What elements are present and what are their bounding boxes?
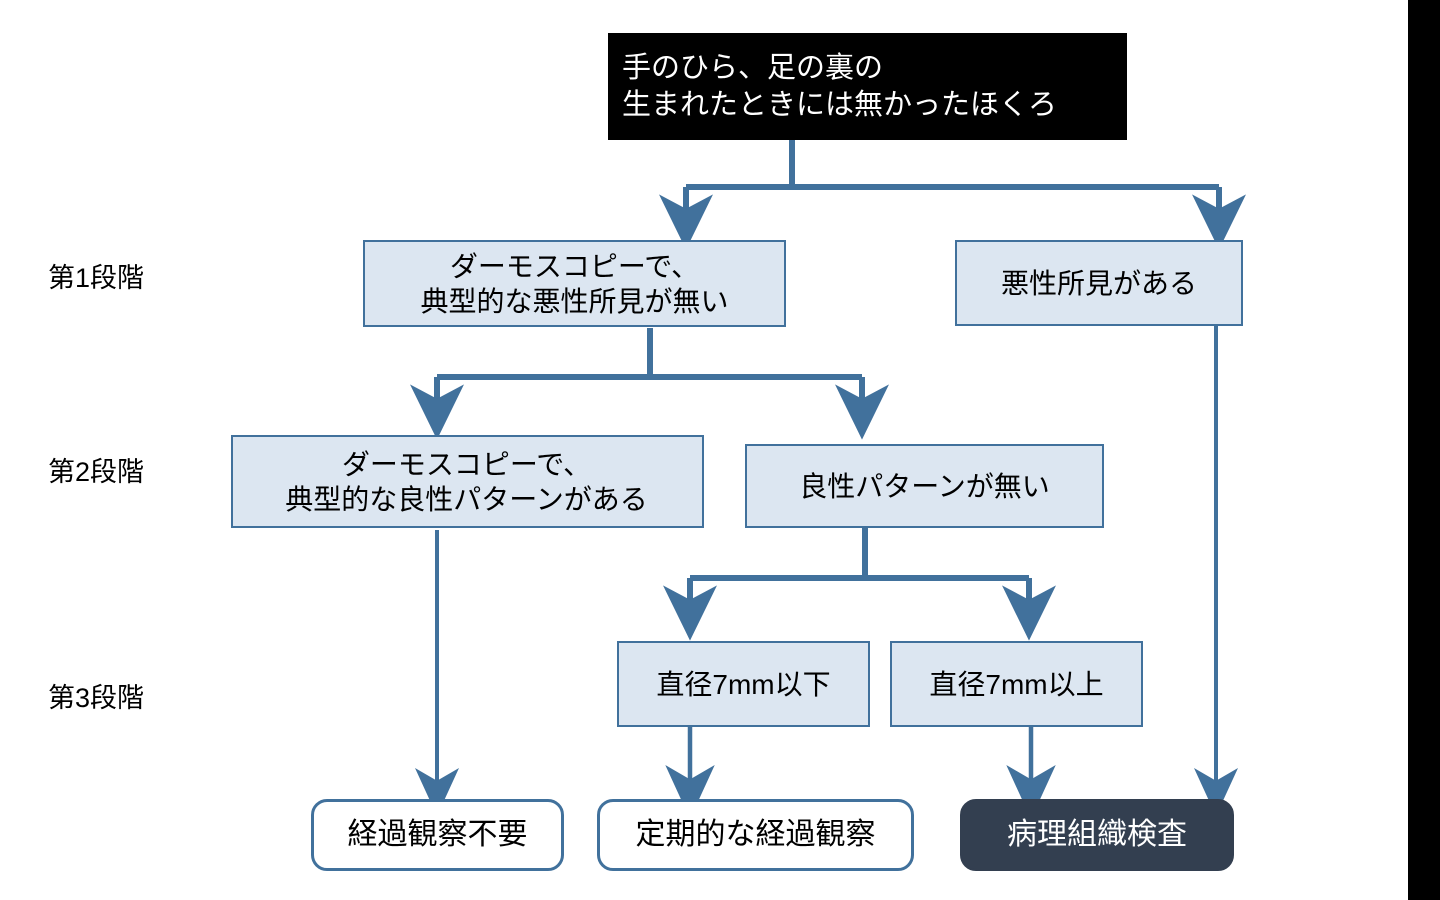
connector-root-split xyxy=(659,140,1246,250)
node-stage1-malignant-findings[interactable]: 悪性所見がある xyxy=(955,240,1243,326)
stage-label-3: 第3段階 xyxy=(48,683,145,713)
node-outcome-histopathology[interactable]: 病理組織検査 xyxy=(960,799,1234,871)
node-root-lesion[interactable]: 手のひら、足の裏の 生まれたときには無かったほくろ xyxy=(608,33,1127,140)
node-stage3-diameter-over-7mm[interactable]: 直径7mm以上 xyxy=(890,641,1143,727)
stage-label-1: 第1段階 xyxy=(48,263,145,293)
node-stage2-benign-pattern-present-label: ダーモスコピーで、 典型的な良性パターンがある xyxy=(285,448,648,515)
connector-stage1-left-split xyxy=(410,328,889,440)
node-stage1-no-malignant-findings[interactable]: ダーモスコピーで、 典型的な悪性所見が無い xyxy=(363,240,786,327)
stage-label-2: 第2段階 xyxy=(48,457,145,487)
node-stage2-no-benign-pattern[interactable]: 良性パターンが無い xyxy=(745,444,1104,528)
node-outcome-no-followup[interactable]: 経過観察不要 xyxy=(311,799,564,871)
right-black-margin xyxy=(1408,0,1440,900)
connector-stage2-right-split xyxy=(663,528,1056,641)
node-stage3-diameter-under-7mm[interactable]: 直径7mm以下 xyxy=(617,641,870,727)
node-outcome-periodic-followup[interactable]: 定期的な経過観察 xyxy=(597,799,914,871)
node-stage2-benign-pattern-present[interactable]: ダーモスコピーで、 典型的な良性パターンがある xyxy=(231,435,704,528)
